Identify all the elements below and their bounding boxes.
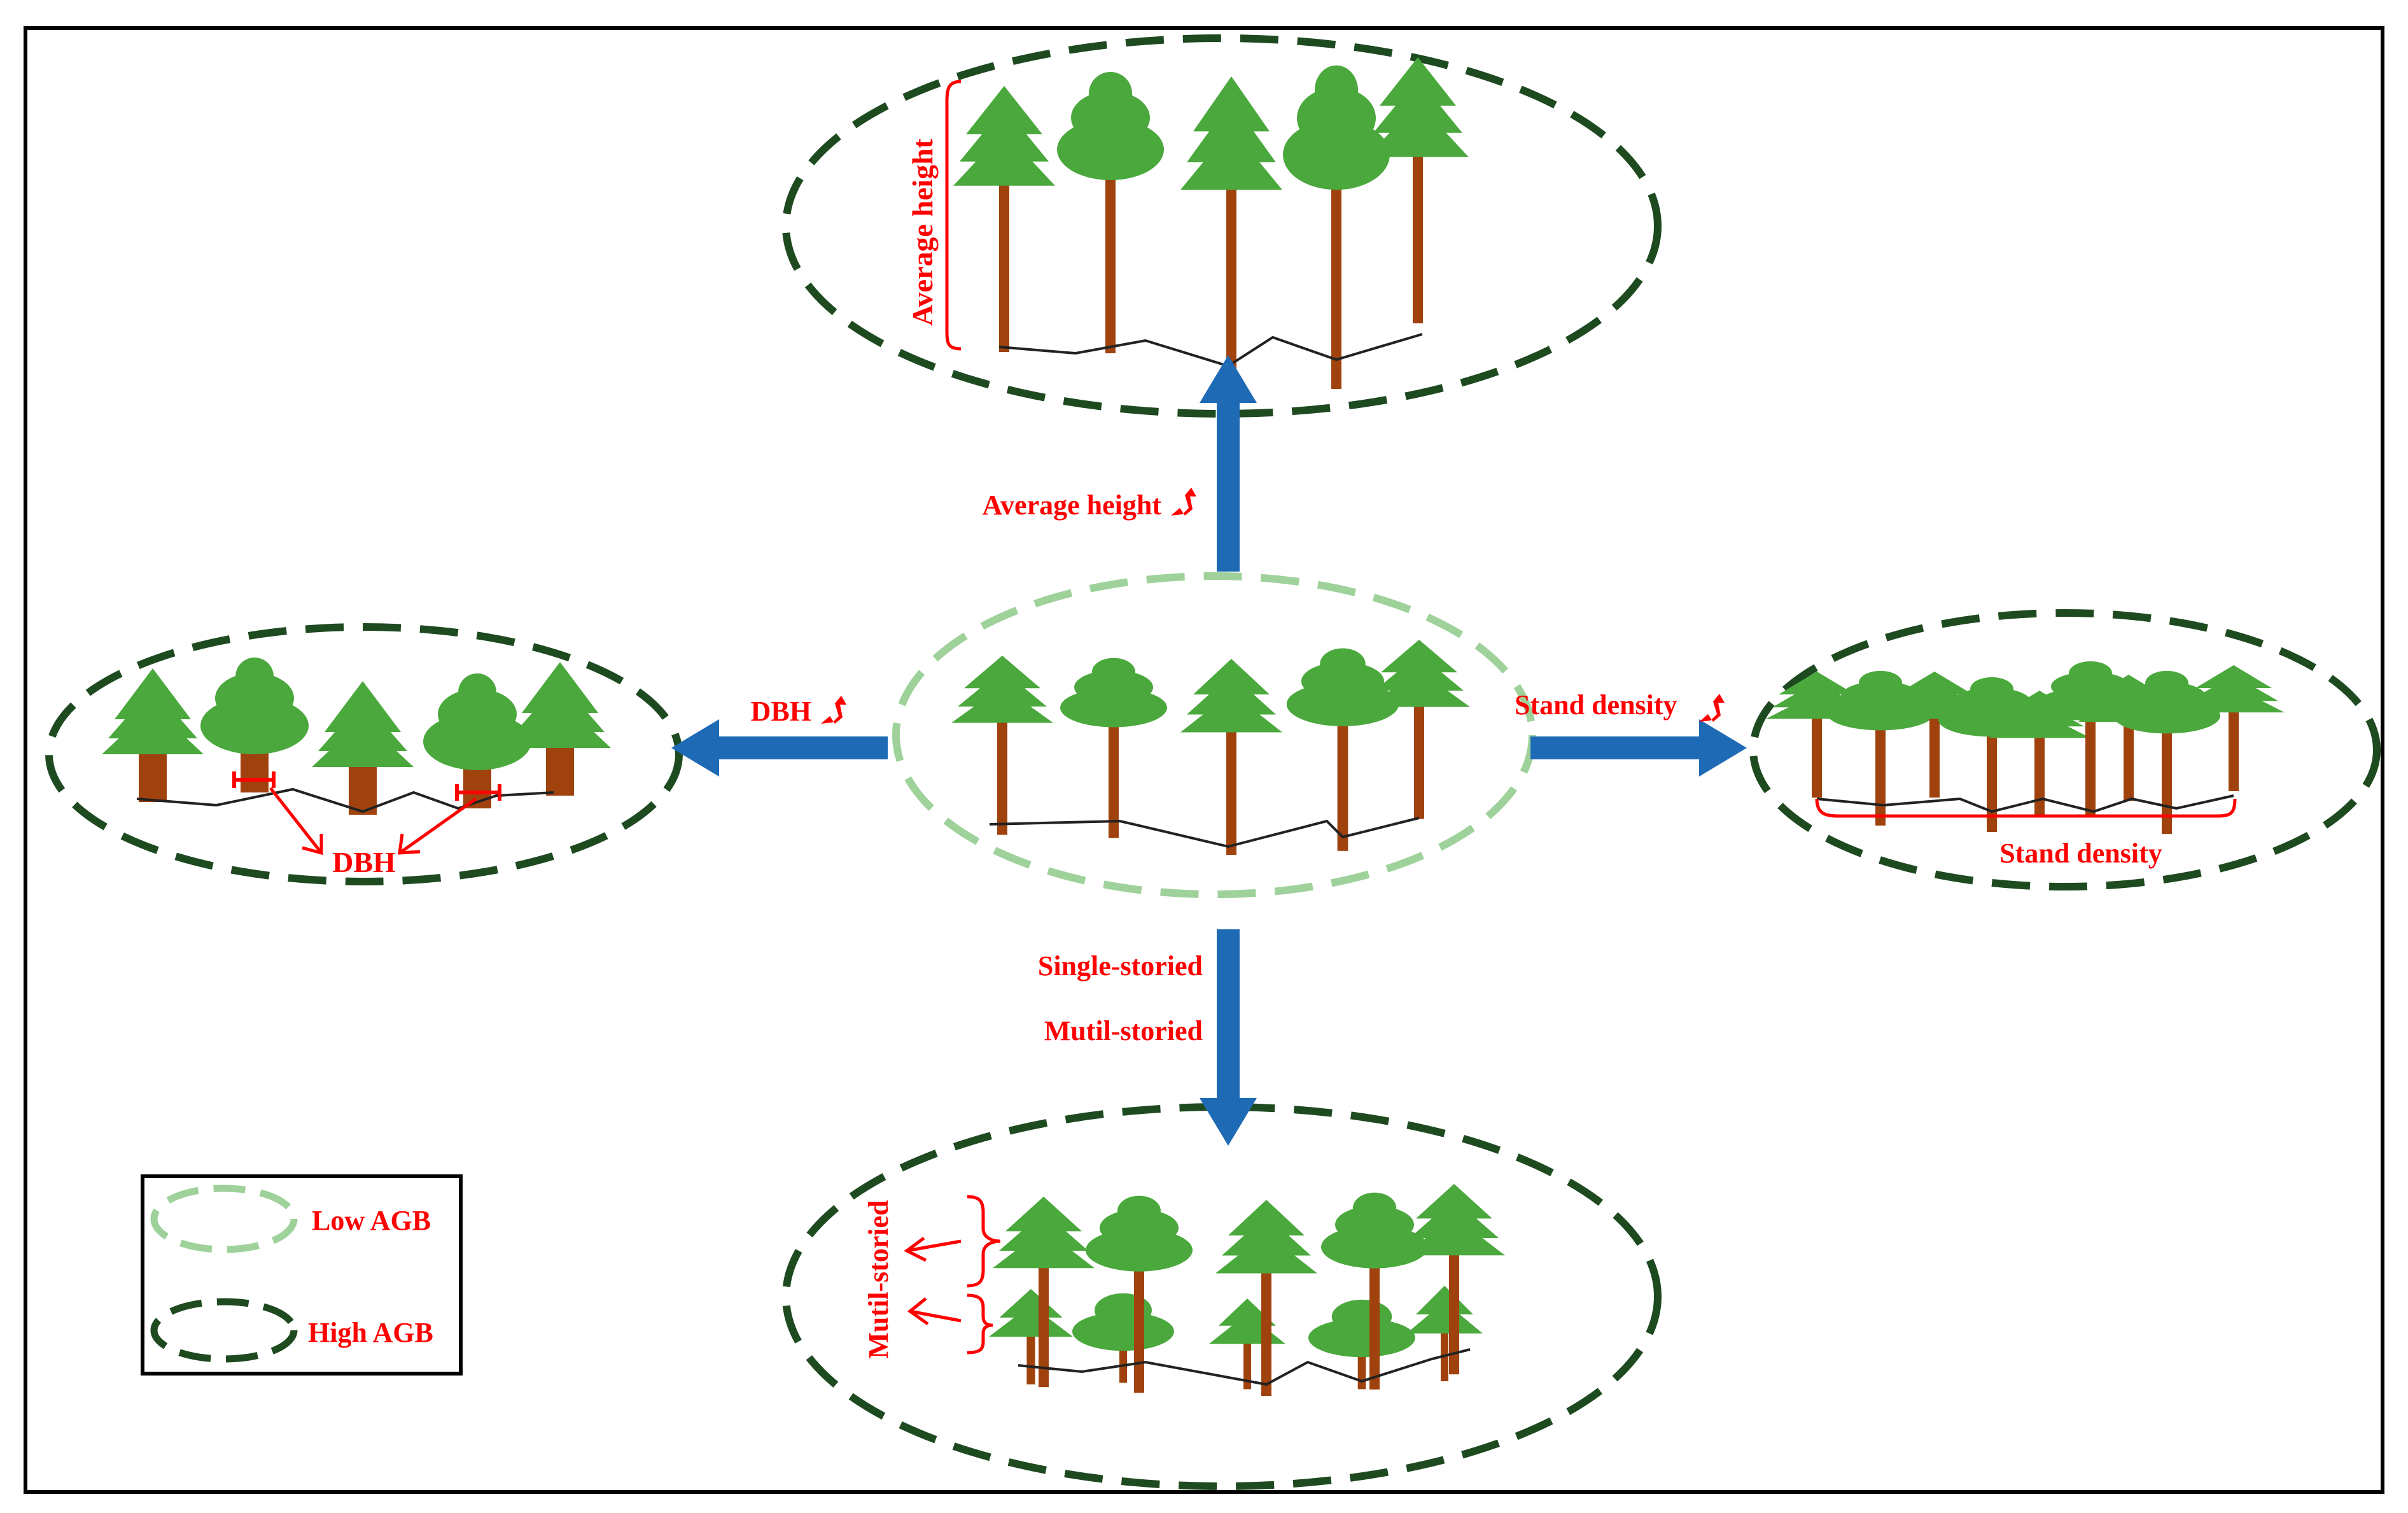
legend: Low AGB High AGB: [141, 1174, 463, 1376]
right-trees: [1766, 661, 2285, 834]
top-ground: [998, 333, 1423, 368]
right-ellipse: [1749, 609, 2381, 890]
left-trees: [102, 658, 611, 815]
top-panel: Average height: [782, 34, 1662, 418]
right-ground: [1816, 794, 2234, 813]
top-ellipse: [782, 34, 1662, 418]
dbh-pointer-arrows: [269, 787, 477, 855]
left-ground: [136, 787, 554, 813]
increase-icon: [1171, 488, 1196, 516]
single-storied-label: Single-storied: [1038, 950, 1203, 982]
stand-density-bracket: [1815, 798, 2237, 818]
storey-brackets: [904, 1195, 1001, 1355]
right-panel: Stand density: [1749, 609, 2381, 890]
stand-density-arrow-label: Stand density: [1515, 689, 1677, 721]
average-height-arrow-label: Average height: [983, 489, 1162, 521]
outer-frame: [24, 26, 2384, 1494]
left-ellipse: [45, 623, 683, 885]
increase-icon: [821, 696, 846, 724]
dbh-markers: [232, 771, 501, 801]
stand-density-inner-label: Stand density: [1999, 838, 2162, 869]
arrow-down: [1200, 929, 1257, 1146]
average-height-bracket: [945, 80, 962, 351]
legend-low-agb-swatch: [150, 1185, 298, 1253]
bottom-understory: [989, 1286, 1483, 1390]
arrow-left: [671, 719, 888, 777]
dbh-inner-label: DBH: [332, 846, 396, 878]
center-panel: [892, 572, 1536, 898]
dbh-arrow-label: DBH: [751, 696, 811, 727]
legend-box: [141, 1174, 463, 1376]
left-panel: DBH: [45, 623, 683, 885]
arrow-right: [1530, 719, 1747, 777]
center-ellipse: [892, 572, 1536, 898]
legend-low-agb-label: Low AGB: [312, 1205, 431, 1236]
legend-high-agb-label: High AGB: [308, 1317, 433, 1348]
bottom-ellipse: [782, 1103, 1662, 1490]
average-height-bracket-label: Average height: [906, 138, 939, 326]
top-trees: [953, 57, 1469, 389]
bottom-ground: [1018, 1348, 1471, 1386]
center-ground: [989, 817, 1420, 848]
arrow-up: [1200, 355, 1257, 572]
bottom-panel: Mutil-storied: [782, 1103, 1662, 1490]
mutil-storied-bracket-label: Mutil-storied: [863, 1200, 894, 1358]
mutil-storied-arrow-label: Mutil-storied: [1044, 1015, 1203, 1046]
increase-icon: [1699, 694, 1725, 722]
legend-high-agb-swatch: [150, 1298, 298, 1363]
